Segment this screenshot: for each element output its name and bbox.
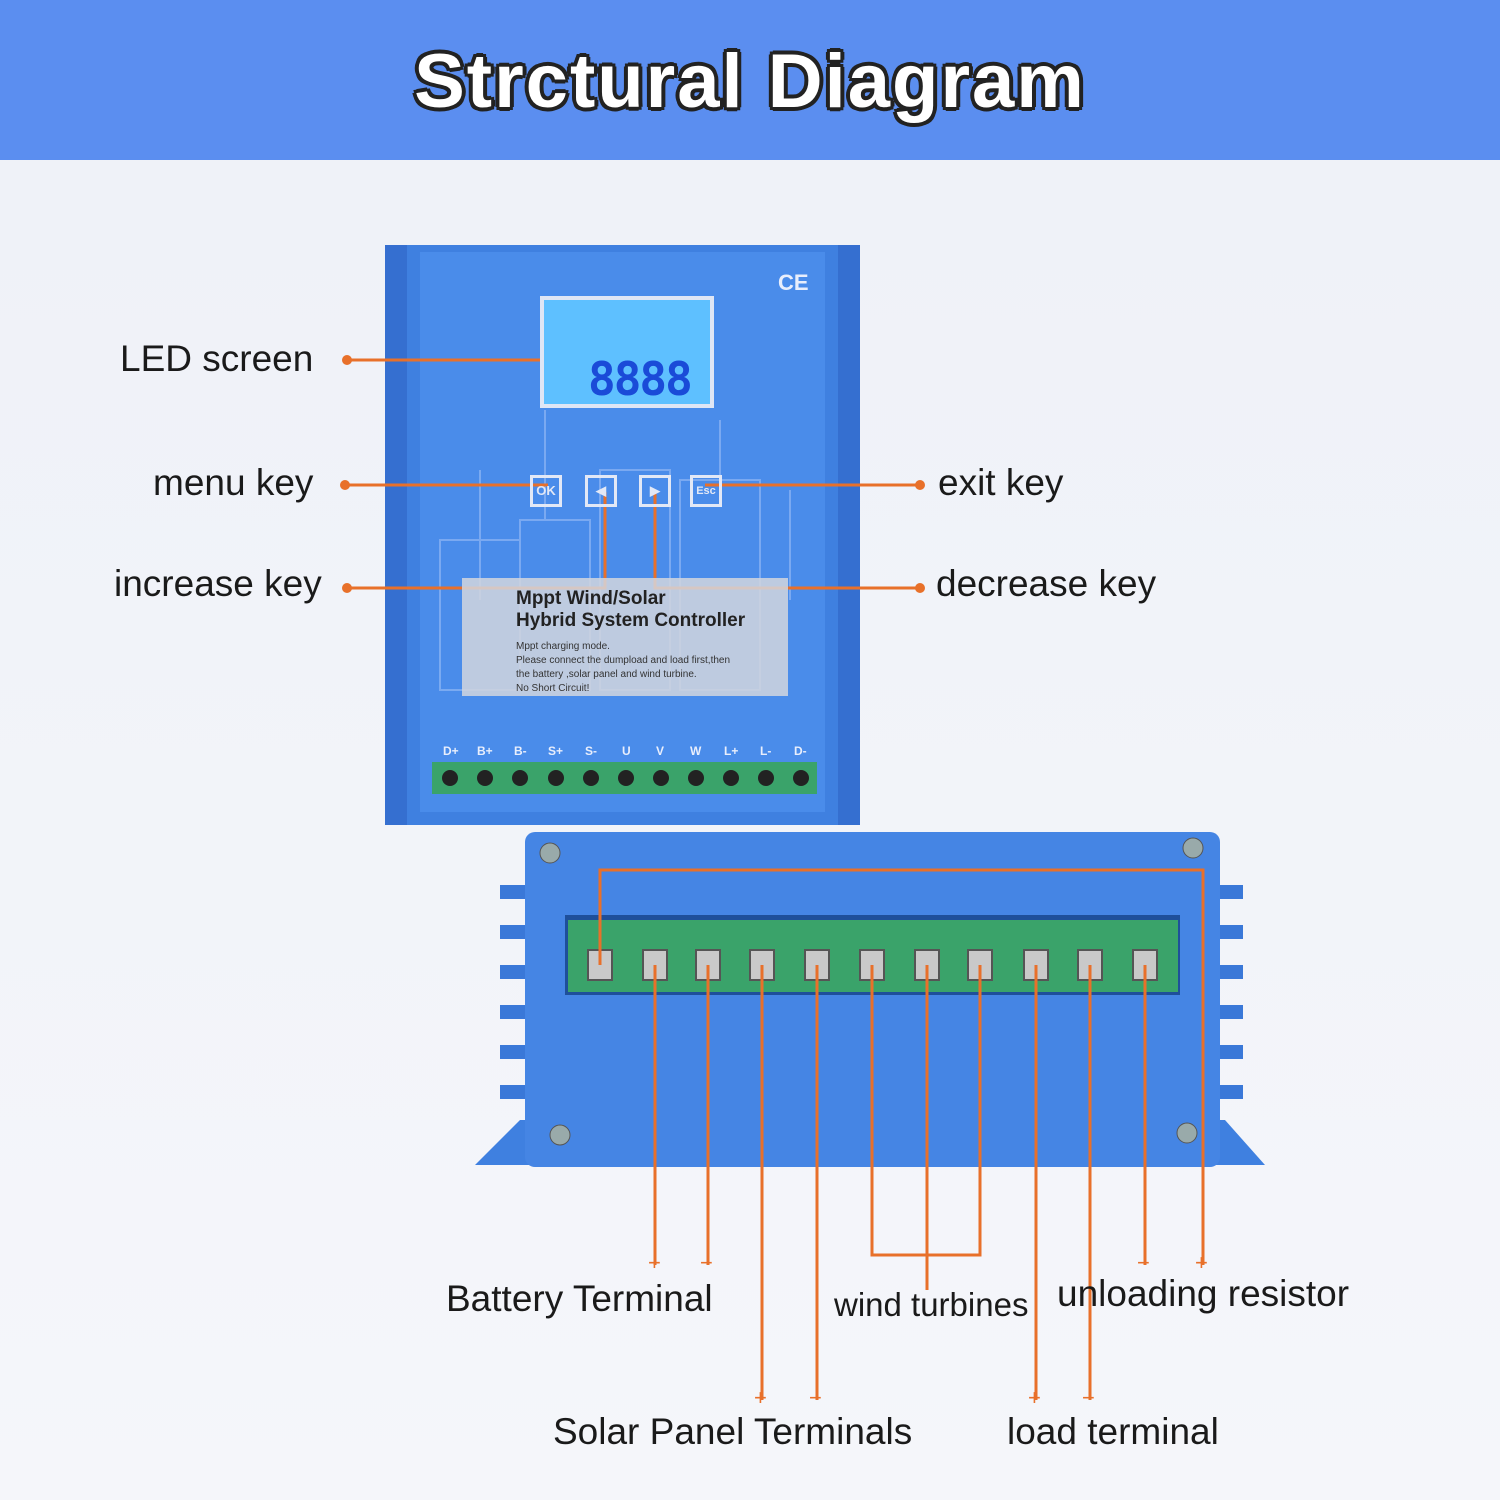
lcd-digits: 8888 <box>588 352 693 406</box>
plate-instructions: Mppt charging mode. Please connect the d… <box>516 640 730 696</box>
battery-plus-sign: + <box>648 1250 661 1275</box>
esc-key[interactable]: Esc <box>690 475 722 507</box>
leader-lines <box>345 358 1205 1400</box>
plate-text-line: Please connect the dumpload and load fir… <box>516 655 731 666</box>
product-label-plate: Mppt Wind/Solar Hybrid System Controller… <box>462 578 788 696</box>
terminal-label: U <box>622 744 631 758</box>
front-view-device <box>385 245 860 825</box>
right-key[interactable]: ▶ <box>639 475 671 507</box>
callout-decrease-key: decrease key <box>936 563 1157 604</box>
callout-exit-key: exit key <box>938 462 1064 503</box>
terminal-label: L+ <box>724 744 739 758</box>
plate-title-line: Hybrid System Controller <box>516 610 746 631</box>
terminal-label: L- <box>760 744 772 758</box>
terminal-label: S+ <box>548 744 564 758</box>
battery-minus-sign: − <box>700 1250 713 1275</box>
leader-dots <box>340 355 925 593</box>
terminal-label: D- <box>794 744 807 758</box>
terminal-label: W <box>690 744 702 758</box>
callout-wind-turbines: wind turbines <box>834 1286 1029 1323</box>
resistor-plus-sign: + <box>1195 1250 1208 1275</box>
callout-increase-key: increase key <box>114 563 322 604</box>
terminal-label: D+ <box>443 744 459 758</box>
callout-load-terminal: load terminal <box>1007 1411 1219 1452</box>
plate-title-line: Mppt Wind/Solar <box>516 588 666 609</box>
resistor-minus-sign: − <box>1137 1250 1150 1275</box>
callout-menu-key: menu key <box>153 462 314 503</box>
callout-battery-terminal: Battery Terminal <box>446 1278 713 1319</box>
terminal-label: V <box>656 744 665 758</box>
front-terminal-screws <box>442 770 809 786</box>
header-banner <box>0 0 1500 160</box>
terminal-label: S- <box>585 744 597 758</box>
ce-mark: CE <box>778 270 809 295</box>
callout-unloading-resistor: unloading resistor <box>1057 1273 1350 1314</box>
solar-minus-sign: − <box>809 1385 822 1410</box>
load-minus-sign: − <box>1082 1385 1095 1410</box>
plate-text-line: the battery ,solar panel and wind turbin… <box>516 669 697 680</box>
plate-text-line: No Short Circuit! <box>516 683 590 694</box>
callout-led-screen: LED screen <box>120 338 314 379</box>
plate-text-line: Mppt charging mode. <box>516 641 610 652</box>
page-title: Strctural Diagram <box>414 39 1086 124</box>
solar-plus-sign: + <box>754 1385 767 1410</box>
plate-title: Mppt Wind/Solar Hybrid System Controller <box>516 588 745 632</box>
terminal-label: B+ <box>477 744 493 758</box>
terminal-label: B- <box>514 744 527 758</box>
left-key[interactable]: ◀ <box>585 475 617 507</box>
callout-solar-panel-terminals: Solar Panel Terminals <box>553 1411 913 1452</box>
lcd-screen: 8888 <box>540 296 714 408</box>
ok-key[interactable]: OK <box>530 475 562 507</box>
load-plus-sign: + <box>1028 1385 1041 1410</box>
